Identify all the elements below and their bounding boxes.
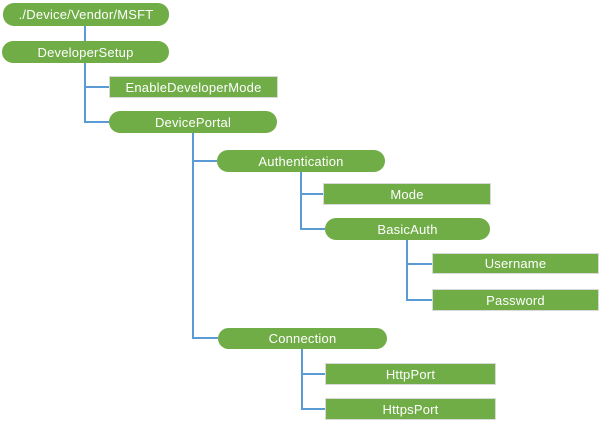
tree-node-label: Authentication bbox=[258, 153, 344, 169]
tree-node-label: BasicAuth bbox=[377, 221, 438, 237]
connector-segment bbox=[406, 263, 432, 265]
tree-node-root: ./Device/Vendor/MSFT bbox=[3, 3, 169, 26]
tree-node-enable-developer-mode: EnableDeveloperMode bbox=[109, 76, 278, 98]
tree-node-label: DeveloperSetup bbox=[37, 44, 134, 60]
connector-segment bbox=[84, 86, 109, 88]
connector-segment bbox=[300, 228, 325, 230]
connector-segment bbox=[84, 26, 86, 41]
tree-node-authentication: Authentication bbox=[217, 150, 385, 172]
tree-node-connection: Connection bbox=[218, 328, 387, 349]
tree-node-password: Password bbox=[432, 289, 599, 311]
tree-node-developer-setup: DeveloperSetup bbox=[2, 41, 169, 63]
connector-segment bbox=[192, 337, 218, 339]
tree-node-basic-auth: BasicAuth bbox=[325, 218, 490, 240]
tree-node-label: ./Device/Vendor/MSFT bbox=[18, 7, 154, 22]
connector-segment bbox=[406, 299, 432, 301]
tree-node-label: EnableDeveloperMode bbox=[125, 79, 262, 95]
tree-node-label: Mode bbox=[390, 186, 424, 202]
connector-segment bbox=[84, 63, 86, 123]
tree-node-username: Username bbox=[432, 253, 599, 274]
tree-node-label: Username bbox=[484, 256, 547, 271]
connector-segment bbox=[192, 133, 194, 339]
connector-segment bbox=[192, 160, 217, 162]
connector-segment bbox=[300, 172, 302, 230]
tree-node-device-portal: DevicePortal bbox=[109, 111, 277, 133]
tree-node-label: HttpPort bbox=[385, 366, 436, 382]
tree-node-label: Connection bbox=[268, 331, 337, 346]
connector-segment bbox=[301, 373, 325, 375]
tree-node-mode: Mode bbox=[323, 183, 491, 205]
connector-segment bbox=[301, 349, 303, 410]
tree-node-label: HttpsPort bbox=[382, 401, 439, 417]
tree-node-label: DevicePortal bbox=[154, 114, 232, 130]
connector-segment bbox=[300, 193, 323, 195]
tree-node-label: Password bbox=[486, 292, 545, 308]
connector-segment bbox=[301, 408, 325, 410]
tree-node-http-port: HttpPort bbox=[325, 363, 496, 385]
connector-segment bbox=[84, 121, 109, 123]
tree-node-https-port: HttpsPort bbox=[325, 398, 496, 420]
connector-segment bbox=[406, 240, 408, 301]
